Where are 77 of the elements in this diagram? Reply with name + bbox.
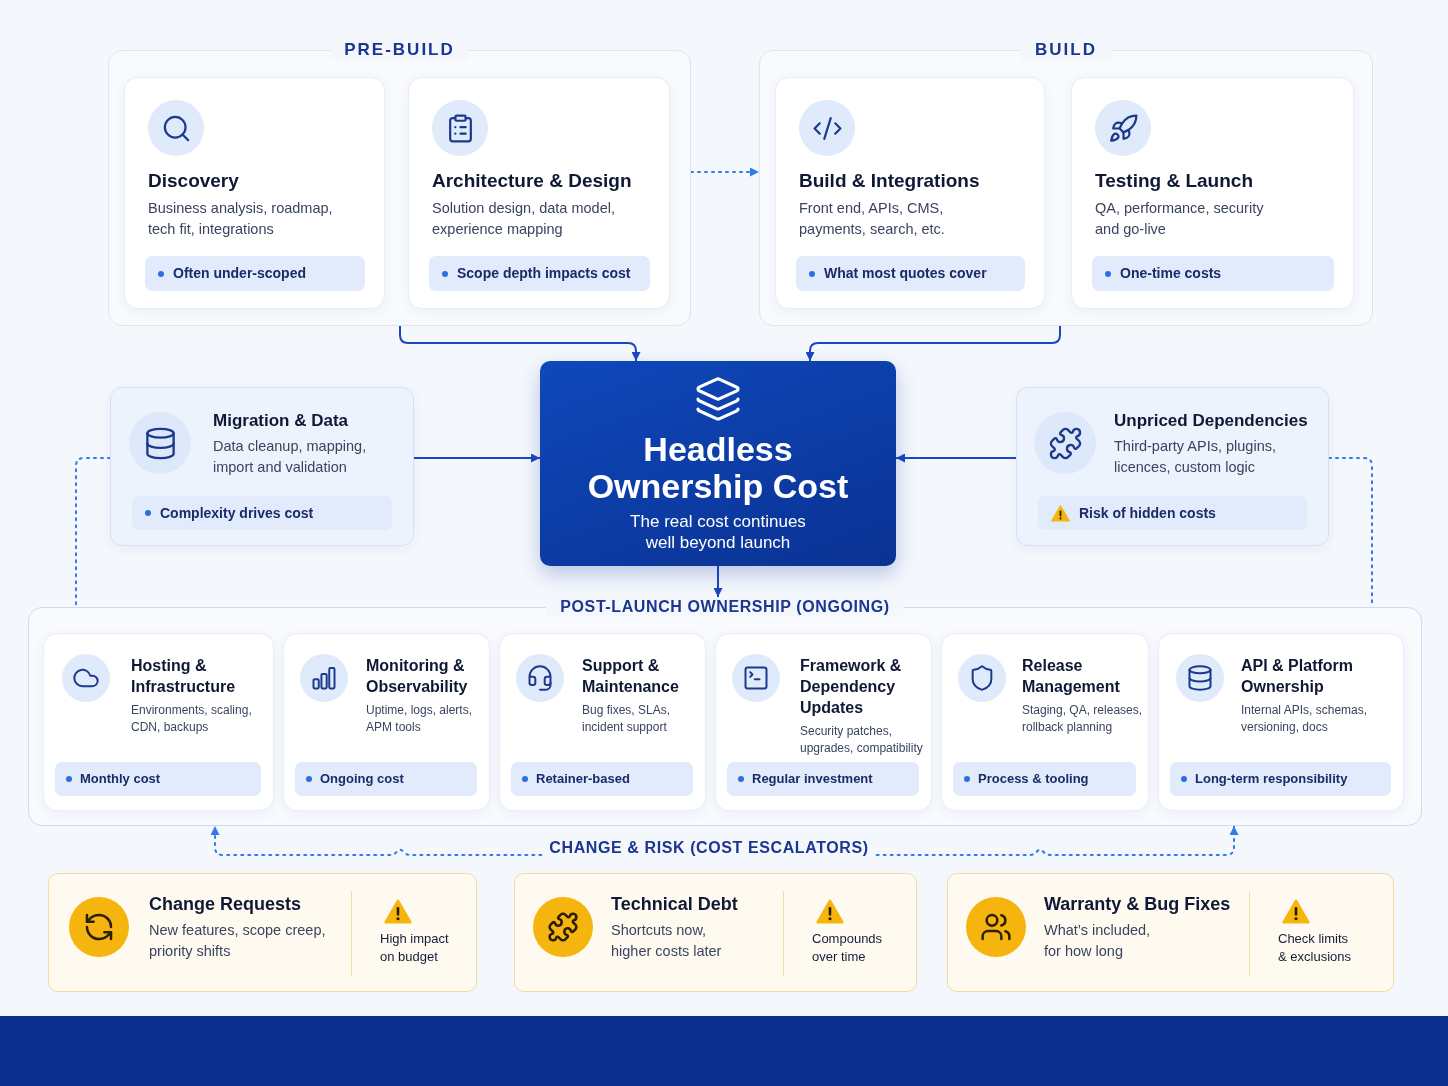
note-text: Retainer-based bbox=[536, 771, 630, 787]
dotted-arrow bbox=[690, 167, 760, 177]
card-title: Testing & Launch bbox=[1095, 169, 1254, 193]
card-description: QA, performance, security and go-live bbox=[1095, 199, 1265, 239]
card-description: Third-party APIs, plugins, licences, custom logic bbox=[1114, 437, 1277, 477]
stage-card bbox=[408, 77, 670, 309]
note-text: Scope depth impacts cost bbox=[457, 265, 631, 282]
risk-note: High impact on budget bbox=[380, 930, 450, 966]
card-description: Environments, scaling, CDN, backups bbox=[131, 702, 253, 736]
card-title: API & Platform Ownership bbox=[1241, 656, 1354, 697]
note-text: Risk of hidden costs bbox=[1079, 504, 1216, 522]
cost-factor-card bbox=[110, 387, 414, 546]
stage-card bbox=[775, 77, 1045, 309]
card-title: Discovery bbox=[148, 169, 240, 193]
card-description: Front end, APIs, CMS, payments, search, etc. bbox=[799, 199, 946, 239]
dotted-connector bbox=[75, 457, 111, 608]
risk-note: Check limits & exclusions bbox=[1278, 930, 1352, 966]
card-title: Warranty & Bug Fixes bbox=[1044, 893, 1232, 915]
note-text: Ongoing cost bbox=[320, 771, 404, 787]
ownership-card bbox=[715, 633, 932, 811]
card-description: New features, scope creep, priority shifts bbox=[149, 921, 327, 961]
card-title: Support & Maintenance bbox=[582, 656, 680, 697]
card-description: Bug fixes, SLAs, incident support bbox=[582, 702, 672, 736]
ownership-card bbox=[1158, 633, 1404, 811]
card-title: Release Management bbox=[1022, 656, 1121, 697]
phase-group bbox=[108, 40, 691, 326]
ownership-card bbox=[283, 633, 490, 811]
cost-factor-card bbox=[1016, 387, 1329, 546]
core-subtitle: The real cost continues well beyond launch bbox=[629, 511, 807, 553]
card-title: Framework & Dependency Updates bbox=[800, 656, 903, 718]
card-description: Uptime, logs, alerts, APM tools bbox=[366, 702, 474, 736]
card-title: Change Requests bbox=[149, 893, 303, 915]
card-title: Migration & Data bbox=[213, 410, 350, 432]
card-title: Monitoring & Observability bbox=[366, 656, 469, 697]
ownership-card bbox=[499, 633, 706, 811]
note-text: Often under-scoped bbox=[173, 265, 306, 282]
card-description: Data cleanup, mapping, import and validation bbox=[213, 437, 368, 477]
card-description: Shortcuts now, higher costs later bbox=[611, 921, 723, 961]
card-title: Unpriced Dependencies bbox=[1114, 410, 1309, 432]
group-heading: POST-LAUNCH OWNERSHIP (ONGOING) bbox=[546, 597, 904, 617]
risk-card bbox=[947, 873, 1394, 992]
section-heading: CHANGE & RISK (COST ESCALATORS) bbox=[541, 838, 877, 858]
phase-group bbox=[28, 597, 1422, 826]
ownership-card bbox=[941, 633, 1149, 811]
note-text: One-time costs bbox=[1120, 265, 1222, 282]
risk-card bbox=[514, 873, 917, 992]
note-text: Monthly cost bbox=[80, 771, 161, 787]
card-description: Internal APIs, schemas, versioning, docs bbox=[1241, 702, 1369, 736]
card-description: Solution design, data model, experience mapping bbox=[432, 199, 616, 239]
note-text: Complexity drives cost bbox=[160, 504, 314, 522]
risk-note: Compounds over time bbox=[812, 930, 884, 966]
card-description: Staging, QA, releases, rollback planning bbox=[1022, 702, 1144, 736]
note-text: Regular investment bbox=[752, 771, 873, 787]
card-title: Build & Integrations bbox=[799, 169, 981, 193]
core-cost-box bbox=[540, 361, 896, 566]
phase-group bbox=[759, 40, 1373, 326]
arrow bbox=[895, 453, 1017, 463]
dotted-arrow bbox=[875, 825, 1239, 856]
card-description: Business analysis, roadmap, tech fit, integrations bbox=[148, 199, 334, 239]
note-text: What most quotes cover bbox=[824, 265, 987, 282]
stage-card bbox=[124, 77, 385, 309]
core-title: Headless Ownership Cost bbox=[586, 431, 850, 505]
card-title: Architecture & Design bbox=[432, 169, 633, 193]
card-title: Technical Debt bbox=[611, 893, 739, 915]
group-heading: PRE-BUILD bbox=[330, 40, 469, 60]
risk-card bbox=[48, 873, 477, 992]
group-heading: BUILD bbox=[1021, 40, 1111, 60]
card-title: Hosting & Infrastructure bbox=[131, 656, 237, 697]
arrow bbox=[713, 565, 723, 598]
card-description: Security patches, upgrades, compatibility bbox=[800, 723, 924, 757]
note-text: Process & tooling bbox=[978, 771, 1089, 787]
card-description: What’s included, for how long bbox=[1044, 921, 1152, 961]
note-text: Long-term responsibility bbox=[1195, 771, 1348, 787]
arrow bbox=[413, 453, 541, 463]
dotted-arrow bbox=[210, 825, 543, 856]
stage-card bbox=[1071, 77, 1354, 309]
ownership-card bbox=[43, 633, 274, 811]
